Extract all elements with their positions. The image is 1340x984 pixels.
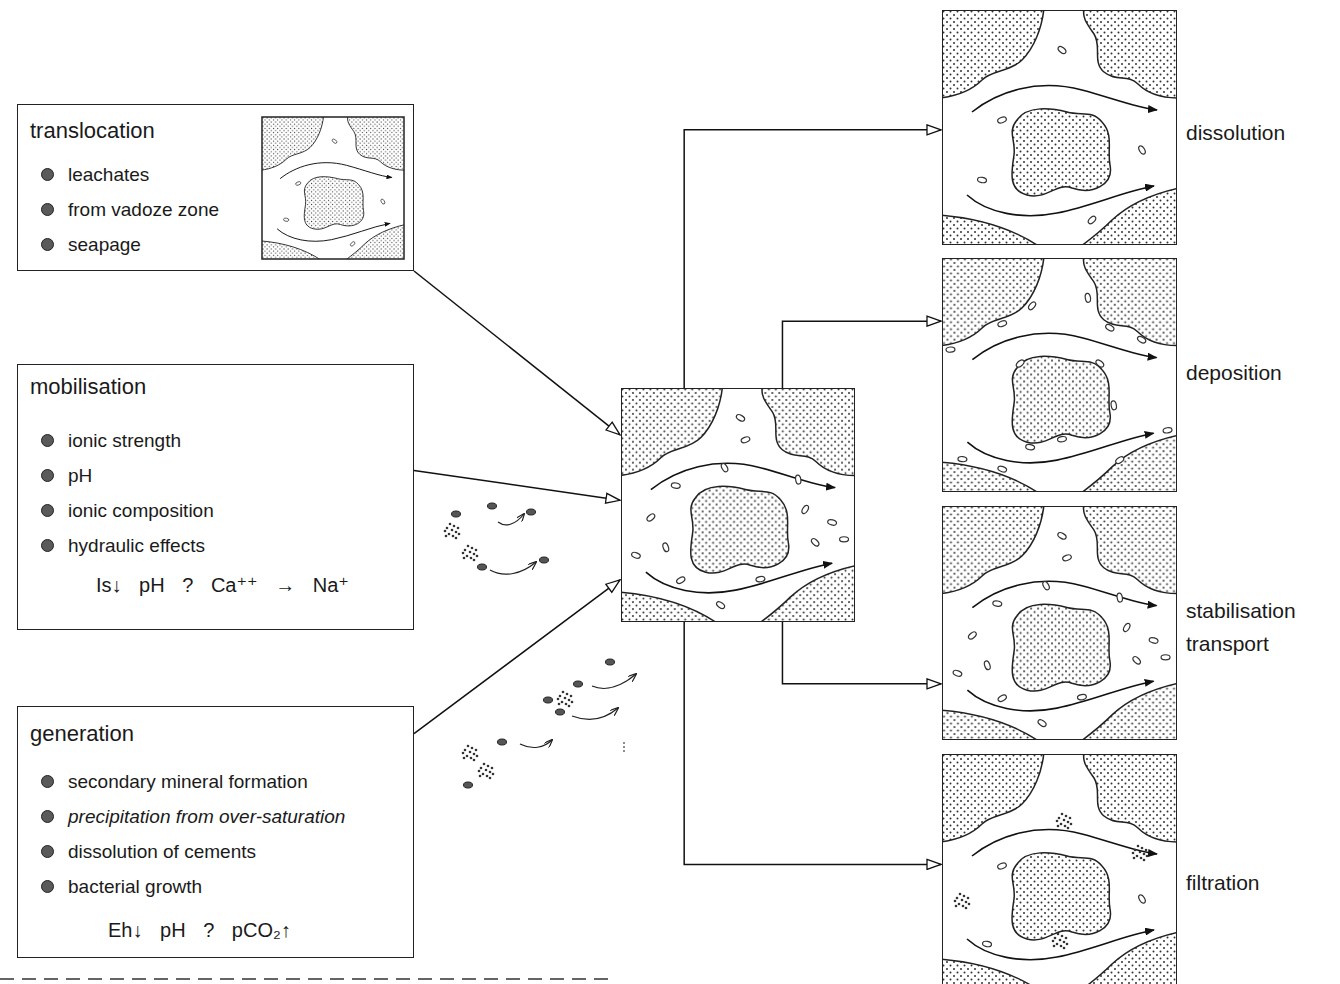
- particle-cluster: [527, 509, 536, 515]
- outcome-box: filtration: [942, 754, 1177, 984]
- pore-picture: [941, 504, 1179, 742]
- pore-picture: [941, 256, 1179, 494]
- pore-picture: [940, 752, 1179, 984]
- bullet-item: leachates: [30, 157, 261, 192]
- particle-cluster: [478, 763, 495, 780]
- pore-picture: [940, 8, 1179, 247]
- particle-cluster: [557, 691, 574, 708]
- box-heading: generation: [30, 720, 403, 748]
- particle-cluster: [490, 514, 536, 574]
- particle-cluster: [464, 782, 473, 788]
- flow-arrow: [782, 622, 941, 684]
- flow-arrow: [414, 271, 620, 435]
- particle-cluster: [540, 557, 549, 563]
- flow-arrow: [414, 580, 620, 734]
- bullet-item: hydraulic effects: [30, 528, 403, 563]
- particle-cluster: [520, 674, 636, 747]
- pore-picture: [261, 116, 405, 260]
- pore-picture: [262, 117, 404, 259]
- particle-cluster: [556, 709, 565, 715]
- particle-cluster: [478, 564, 487, 570]
- bullet-item: from vadoze zone: [30, 192, 261, 227]
- pore-picture: [941, 504, 1179, 742]
- outcome-label: stabilisation transport: [1186, 594, 1336, 660]
- particle-cluster: [464, 659, 615, 788]
- particle-cluster: [592, 674, 636, 688]
- pore-picture: [261, 116, 405, 260]
- outcome-label: filtration: [1186, 865, 1336, 898]
- box-heading: mobilisation: [30, 373, 403, 401]
- outcome-label: dissolution: [1186, 115, 1336, 148]
- bullet-item: precipitation from over-saturation: [30, 799, 403, 834]
- pore-picture: [940, 8, 1179, 247]
- pore-box: [621, 388, 855, 622]
- pore-picture: [619, 386, 857, 624]
- trend-formula: Eh↓ pH ? pCO₂↑: [30, 912, 403, 948]
- pore-picture: [283, 138, 385, 247]
- particle-cluster: [544, 697, 553, 703]
- outcome-box: deposition: [942, 258, 1177, 492]
- pore-picture: [952, 531, 1170, 727]
- particle-cluster: [444, 503, 549, 574]
- particle-cluster: [572, 708, 618, 719]
- flow-arrow: [782, 321, 941, 388]
- particle-cluster: [452, 503, 549, 570]
- particle-cluster: [606, 659, 615, 665]
- particle-cluster: [490, 562, 536, 574]
- box-heading: translocation: [30, 117, 261, 145]
- pore-picture: [619, 386, 857, 624]
- particle-cluster: [462, 745, 479, 762]
- bullet-item: ionic composition: [30, 493, 403, 528]
- particle-cluster: [488, 503, 497, 509]
- bullet-item: pH: [30, 458, 403, 493]
- trend-formula: Is↓ pH ? Ca⁺⁺ → Na⁺: [30, 567, 403, 603]
- particle-cluster: [444, 523, 461, 540]
- pore-picture: [941, 256, 1179, 494]
- flow-arrow: [684, 130, 941, 388]
- pore-picture: [946, 293, 1173, 473]
- particle-cluster: [520, 740, 552, 747]
- bullet-item: ionic strength: [30, 423, 403, 458]
- flow-arrow: [684, 622, 941, 864]
- particle-cluster: [498, 514, 524, 525]
- pore-picture: [940, 752, 1179, 984]
- source-box: generation secondary mineral formationpre…: [17, 706, 414, 958]
- pore-picture: [954, 813, 1149, 950]
- bullet-item: secondary mineral formation: [30, 764, 403, 799]
- pore-picture: [631, 413, 849, 609]
- particle-cluster: [452, 511, 461, 517]
- outcome-box: dissolution: [942, 10, 1177, 245]
- bullet-item: bacterial growth: [30, 869, 403, 904]
- particle-cluster: [462, 545, 479, 562]
- particle-cluster: [498, 739, 507, 745]
- particle-cluster: [623, 742, 624, 752]
- bullet-item: dissolution of cements: [30, 834, 403, 869]
- flow-arrow: [414, 470, 620, 500]
- source-box: translocation leachatesfrom vadoze zonese…: [17, 104, 414, 271]
- particle-cluster: [574, 681, 583, 687]
- outcome-box: stabilisation transport: [942, 506, 1177, 740]
- pore-picture: [977, 45, 1146, 225]
- cut-line: [0, 978, 612, 980]
- outcome-label: deposition: [1186, 356, 1336, 389]
- bullet-item: seapage: [30, 227, 261, 262]
- source-box: mobilisation ionic strengthpHionic compos…: [17, 364, 414, 630]
